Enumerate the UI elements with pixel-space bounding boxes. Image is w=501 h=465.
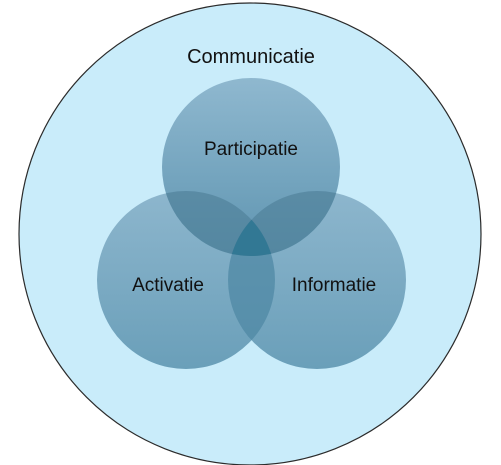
- overlap-activatie-participatie: [162, 191, 275, 256]
- overlap-informatie-participatie: [228, 191, 340, 256]
- label-activatie: Activatie: [132, 275, 204, 296]
- label-informatie: Informatie: [292, 275, 376, 296]
- label-participatie: Participatie: [204, 139, 298, 160]
- label-communicatie: Communicatie: [187, 46, 315, 68]
